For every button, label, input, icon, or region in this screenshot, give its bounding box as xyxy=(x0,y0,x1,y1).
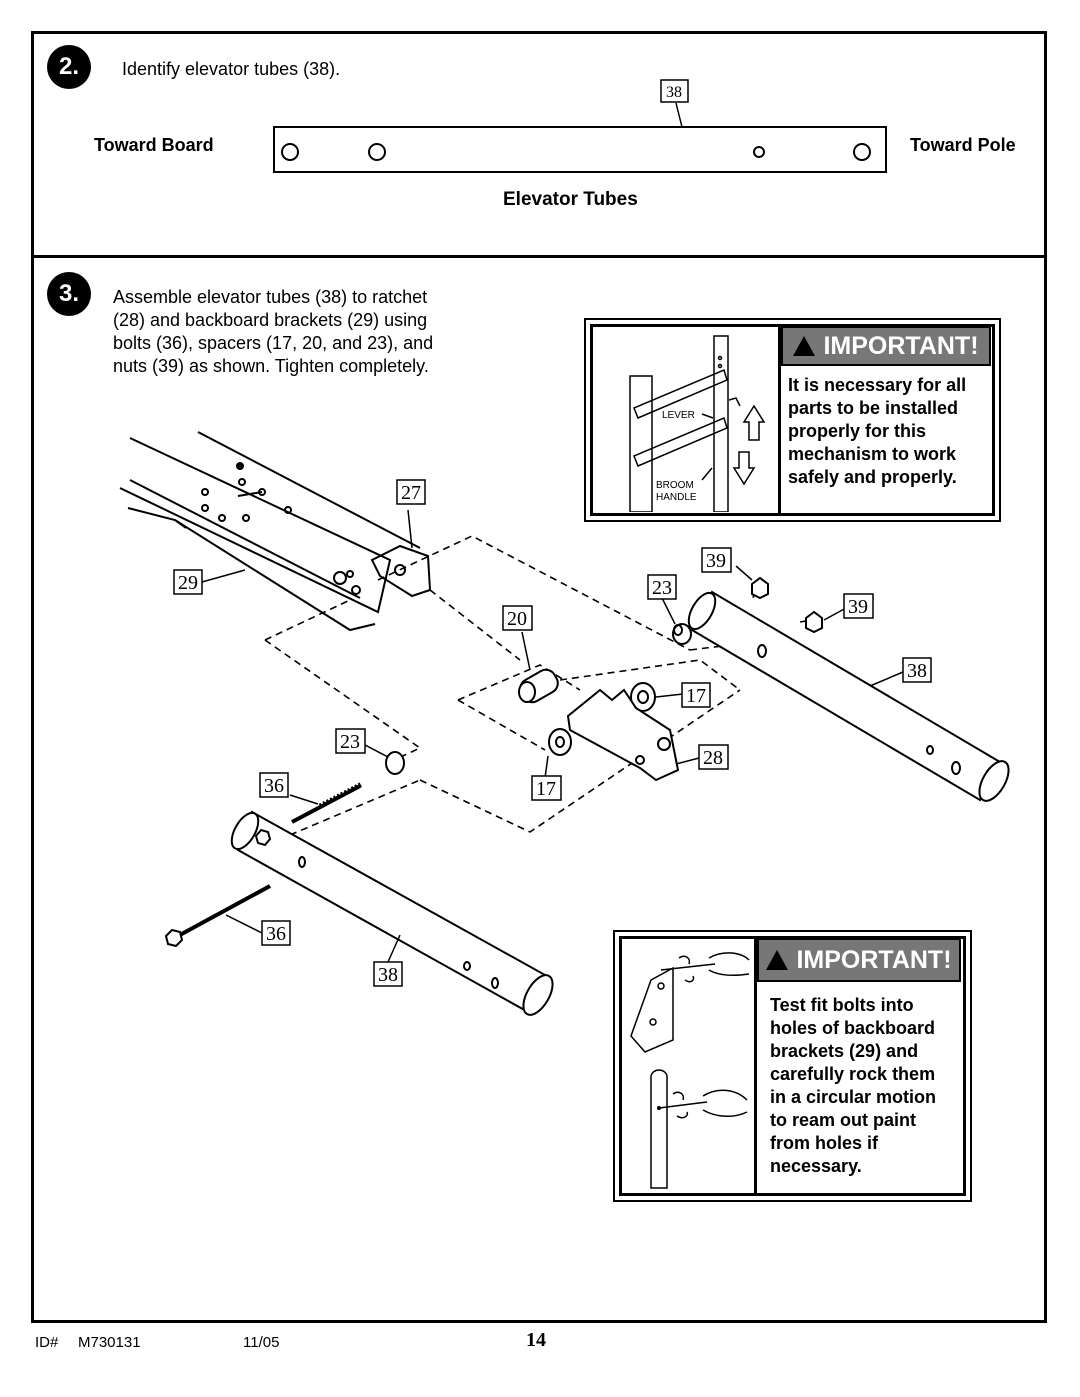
step-3-badge: 3. xyxy=(47,272,91,316)
svg-text:LEVER: LEVER xyxy=(662,410,695,421)
important-2-line-6: to ream out paint xyxy=(770,1110,917,1130)
important-title-2: IMPORTANT! xyxy=(796,945,952,974)
important-2-line-2: holes of backboard xyxy=(770,1018,936,1038)
important-2-line-3: brackets (29) and xyxy=(770,1041,919,1061)
important-header-1: IMPORTANT! xyxy=(781,326,991,366)
svg-text:BROOM: BROOM xyxy=(656,480,694,491)
step-3-line-1: Assemble elevator tubes (38) to ratchet xyxy=(113,287,428,307)
footer-id-value: M730131 xyxy=(78,1334,141,1351)
important-2-line-7: from holes if xyxy=(770,1133,879,1153)
important-1-line-3: properly for this xyxy=(788,421,927,441)
step-2-badge: 2. xyxy=(47,45,91,89)
step-3-line-2: (28) and backboard brackets (29) using xyxy=(113,310,428,330)
page-frame xyxy=(31,31,1047,1323)
footer-date: 11/05 xyxy=(243,1334,280,1351)
important-2-line-8: necessary. xyxy=(770,1156,862,1176)
important-1-line-4: mechanism to work xyxy=(788,444,957,464)
svg-text:HANDLE: HANDLE xyxy=(656,492,697,503)
warning-icon xyxy=(793,336,816,356)
important-notice-1: LEVER BROOM HANDLE IMPORTANT! It is nece… xyxy=(584,318,1001,522)
elevator-tubes-caption: Elevator Tubes xyxy=(503,189,638,210)
step-2-instruction: Identify elevator tubes (38). xyxy=(122,59,341,79)
warning-icon xyxy=(766,950,789,970)
footer-id-label: ID# xyxy=(35,1334,59,1351)
important-2-line-1: Test fit bolts into xyxy=(770,995,914,1015)
toward-pole-label: Toward Pole xyxy=(910,135,1016,155)
page-number: 14 xyxy=(526,1329,546,1351)
important-header-2: IMPORTANT! xyxy=(757,938,961,982)
section-divider xyxy=(31,255,1047,258)
lever-illustration: LEVER BROOM HANDLE xyxy=(629,335,766,512)
step-3-line-3: bolts (36), spacers (17, 20, and 23), an… xyxy=(113,333,434,353)
important-notice-2: IMPORTANT! Test fit bolts into holes of … xyxy=(613,930,972,1202)
important-title-1: IMPORTANT! xyxy=(823,331,979,360)
important-2-line-5: in a circular motion xyxy=(770,1087,937,1107)
important-1-line-5: safely and properly. xyxy=(788,467,957,487)
important-1-line-1: It is necessary for all xyxy=(788,375,967,395)
toward-board-label: Toward Board xyxy=(94,135,214,155)
test-fit-illustration xyxy=(630,952,750,1189)
important-1-line-2: parts to be installed xyxy=(788,398,959,418)
important-2-line-4: carefully rock them xyxy=(770,1064,936,1084)
step-3-line-4: nuts (39) as shown. Tighten completely. xyxy=(113,356,429,376)
